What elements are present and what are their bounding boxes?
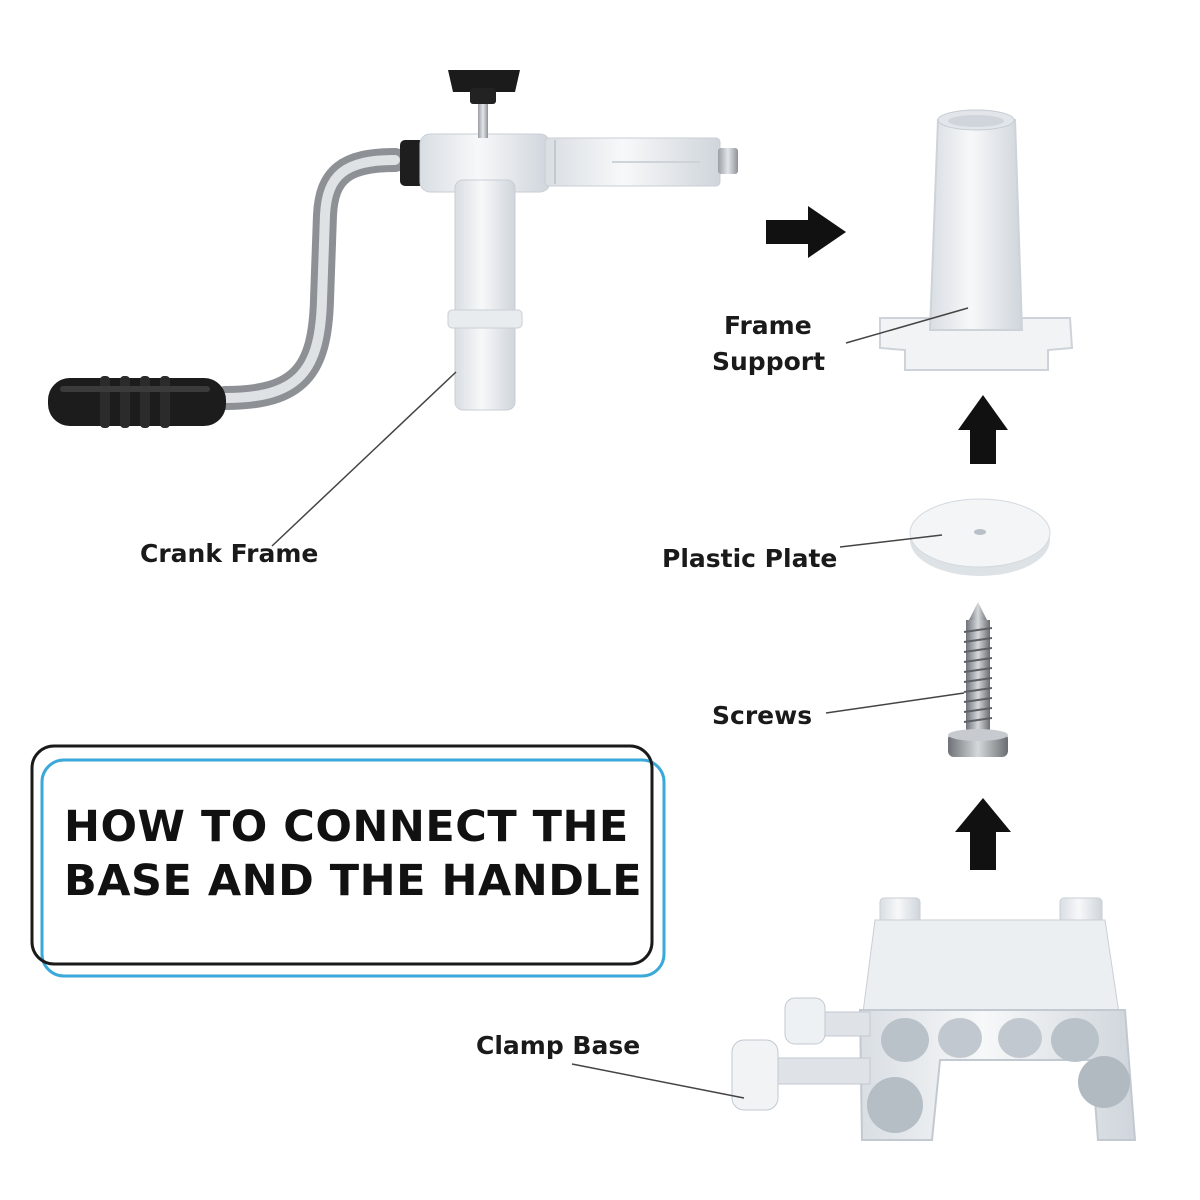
plastic-plate-leader-line: [839, 534, 943, 548]
screws-leader-line: [825, 692, 965, 714]
screw-illustration: [948, 602, 1008, 757]
screws-label: Screws: [712, 701, 813, 730]
arrow-right-icon: [766, 206, 846, 258]
arrow-up-icon: [958, 395, 1008, 464]
crank-frame-label: Crank Frame: [140, 539, 319, 568]
frame-support-label-line1: Frame: [724, 311, 812, 340]
title-text: HOW TO CONNECT THE BASE AND THE HANDLE: [64, 800, 654, 908]
title-frame: [30, 744, 666, 978]
plastic-plate-illustration: [909, 498, 1051, 576]
clamp-base-label: Clamp Base: [476, 1031, 641, 1060]
title-line-1: HOW TO CONNECT THE: [64, 802, 629, 852]
frame-support-label-line2: Support: [712, 347, 826, 376]
crank-frame-leader-line: [271, 371, 457, 547]
frame-support-illustration: [879, 109, 1074, 371]
title-line-2: BASE AND THE HANDLE: [64, 856, 643, 906]
arrow-up-icon: [955, 798, 1011, 870]
clamp-base-leader-line: [571, 1063, 745, 1099]
crank-handle-illustration: [48, 70, 738, 428]
frame-support-leader-line: [845, 307, 969, 344]
plastic-plate-label: Plastic Plate: [662, 544, 838, 573]
clamp-base-illustration: [731, 897, 1137, 1141]
